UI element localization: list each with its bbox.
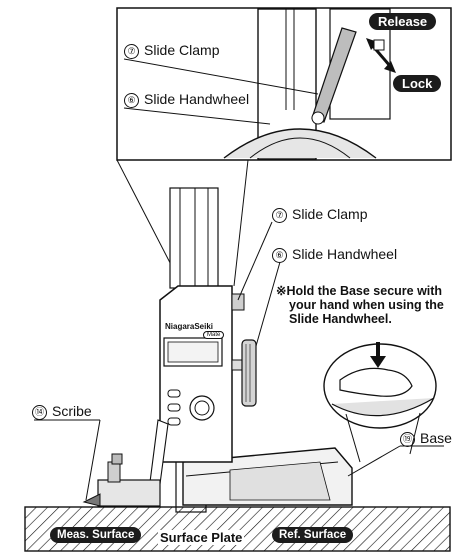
model-badge: Mate [203,331,225,339]
callout-number-19: ⑲ [400,432,415,447]
scribe-label: ⑭ Scribe [32,403,92,420]
ref-surface-tag: Ref. Surface [272,527,354,543]
base-label: ⑲ Base [400,430,452,447]
slide-clamp-label: ⑦ Slide Clamp [272,206,367,223]
scribe-text: Scribe [52,403,92,419]
lock-label: Lock [393,75,442,92]
inset-slide-handwheel-label: ⑥ Slide Handwheel [124,91,249,108]
note-line-2: your hand when using the [289,298,444,312]
hand-illustration [323,342,444,477]
callout-number-6: ⑥ [272,248,287,263]
slide-handwheel-label: ⑥ Slide Handwheel [272,246,397,263]
release-label: Release [369,13,437,30]
meas-surface-tag: Meas. Surface [50,527,142,543]
scribe-assembly [34,419,169,507]
slide-clamp-text: Slide Clamp [292,206,368,222]
callout-number-14: ⑭ [32,405,47,420]
inset-slide-clamp-label: ⑦ Slide Clamp [124,42,219,59]
slider-body [159,221,281,463]
inset-slide-clamp-text: Slide Clamp [144,42,220,58]
callout-number-7: ⑦ [124,44,139,59]
brand-logo: NiagaraSeiki [165,322,214,331]
callout-number-6: ⑥ [124,93,139,108]
slide-handwheel-text: Slide Handwheel [292,246,398,262]
note-line-3: Slide Handwheel. [289,312,392,326]
note-line-1: ※Hold the Base secure with [276,284,443,298]
base-text: Base [420,430,452,446]
hold-base-note: ※Hold the Base secure with your hand whe… [276,284,444,326]
callout-number-7: ⑦ [272,208,287,223]
inset-slide-handwheel-text: Slide Handwheel [144,91,250,107]
surface-plate-label: Surface Plate [158,530,245,545]
